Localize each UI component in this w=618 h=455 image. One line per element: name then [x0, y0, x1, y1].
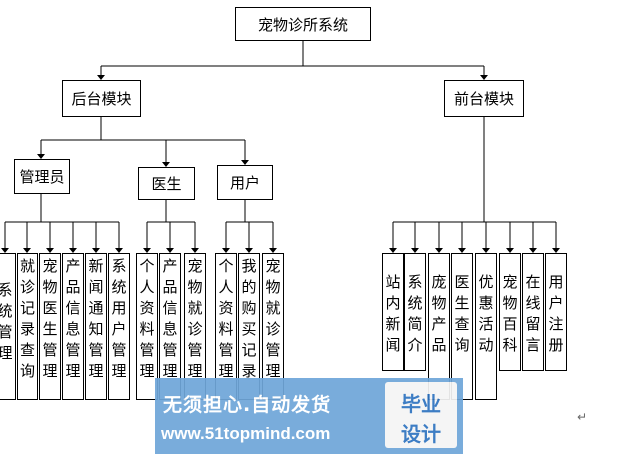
admin-item-visit-record-query: 就诊记录查询 — [17, 253, 38, 400]
user-item-pet-visit-manage: 宠物就诊管理 — [262, 253, 284, 400]
admin-item-system-manage: 系统管理 — [0, 253, 16, 400]
frontend-item-user-register: 用户注册 — [545, 253, 567, 371]
admin-item-pet-doctor-manage: 宠物医生管理 — [39, 253, 61, 400]
frontend-item-system-intro: 系统简介 — [404, 253, 426, 371]
admin-item-product-info-manage: 产品信息管理 — [62, 253, 84, 400]
watermark-url: www.51topmind.com — [161, 424, 331, 443]
frontend-module-node: 前台模块 — [444, 80, 524, 117]
paragraph-mark: ↵ — [577, 410, 588, 424]
frontend-item-pet-products: 庞物产品 — [428, 253, 450, 400]
user-item-profile-manage: 个人资料管理 — [215, 253, 237, 400]
admin-item-news-notice-manage: 新闻通知管理 — [85, 253, 107, 400]
watermark-badge: 毕业 设计 — [385, 382, 457, 448]
doctor-role-node: 医生 — [138, 167, 195, 200]
user-item-purchase-record: 我的购买记录 — [238, 253, 260, 400]
admin-role-node: 管理员 — [14, 159, 70, 194]
doctor-item-pet-visit-manage: 宠物就诊管理 — [184, 253, 206, 400]
watermark-badge-bottom: 设计 — [401, 422, 441, 446]
watermark-badge-top: 毕业 — [401, 392, 441, 416]
watermark-slogan: 无须担心.自动发货 — [163, 394, 332, 416]
watermark-text-area: 无须担心.自动发货 www.51topmind.com — [155, 378, 385, 454]
frontend-item-online-message: 在线留言 — [522, 253, 544, 371]
watermark-banner: 无须担心.自动发货 www.51topmind.com 毕业 设计 — [155, 378, 463, 454]
frontend-item-promotions: 优惠活动 — [475, 253, 497, 400]
doctor-item-profile-manage: 个人资料管理 — [136, 253, 158, 400]
root-node: 宠物诊所系统 — [235, 7, 371, 41]
admin-item-system-user-manage: 系统用户管理 — [108, 253, 130, 400]
doctor-item-product-info-manage: 产品信息管理 — [159, 253, 181, 400]
backend-module-node: 后台模块 — [62, 80, 141, 117]
frontend-item-doctor-query: 医生查询 — [451, 253, 473, 400]
user-role-node: 用户 — [217, 165, 273, 200]
frontend-item-pet-encyclopedia: 宠物百科 — [499, 253, 521, 371]
frontend-item-site-news: 站内新闻 — [382, 253, 404, 371]
